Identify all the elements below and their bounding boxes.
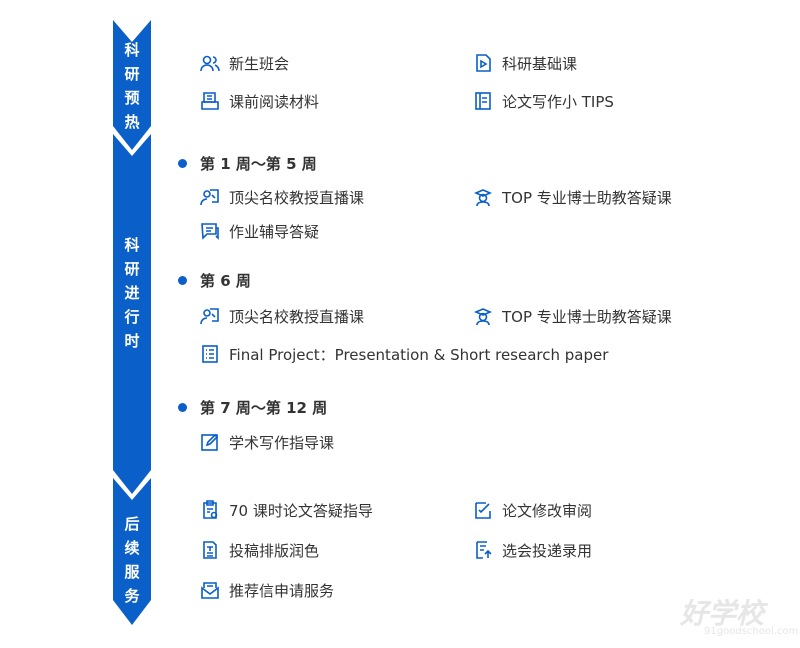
list-item: TOP 专业博士助教答疑课 (473, 304, 672, 328)
list-item: 选会投递录用 (473, 538, 592, 562)
list-item-reading: 课前阅读材料 (200, 89, 319, 113)
stage-char: 后 (124, 515, 140, 533)
tutor-icon (475, 189, 491, 207)
bullet-dot (178, 158, 187, 168)
week-title: 第 1 周～第 5 周 (200, 154, 317, 173)
tutor-icon (475, 308, 491, 326)
list-item: 顶尖名校教授直播课 (200, 304, 364, 328)
item-label: 新生班会 (229, 54, 290, 73)
notebook-icon (475, 92, 491, 110)
item-label: 推荐信申请服务 (229, 581, 335, 600)
stage-char: 科 (124, 236, 140, 254)
list-item: 投稿排版润色 (200, 538, 319, 562)
item-label: TOP 专业博士助教答疑课 (502, 307, 672, 326)
bullet-dot (178, 275, 187, 285)
edit-icon (201, 434, 218, 451)
reading-icon (201, 92, 219, 110)
item-label: 论文写作小 TIPS (502, 92, 614, 111)
document-icon (203, 541, 217, 559)
stage-followup-label: 后续服务 (120, 512, 144, 608)
watermark-brand: 好学校 (680, 597, 765, 630)
list-item-writing-tips: 论文写作小 TIPS (473, 89, 614, 113)
list-item: 论文修改审阅 (473, 498, 592, 522)
week-title: 第 6 周 (200, 271, 251, 290)
stage-char: 时 (124, 332, 140, 350)
stage-warmup-label: 科研预热 (120, 38, 144, 134)
list-item: 70 课时论文答疑指导 (200, 498, 373, 522)
video-play-icon (476, 54, 491, 72)
stage-char: 预 (124, 89, 140, 107)
stage-followup-banner (113, 478, 151, 625)
stage-warmup-banner (113, 20, 151, 150)
item-label: 作业辅导答疑 (229, 222, 320, 241)
users-icon (200, 55, 220, 72)
stage-char: 科 (124, 41, 140, 59)
list-item: TOP 专业博士助教答疑课 (473, 185, 672, 209)
list-item: Final Project：Presentation & Short resea… (200, 342, 608, 366)
stage-char: 服 (124, 563, 140, 581)
list-item: 学术写作指导课 (200, 430, 334, 454)
stage-char: 行 (124, 308, 140, 326)
item-label: 投稿排版润色 (229, 541, 320, 560)
stage-char: 研 (124, 260, 140, 278)
list-item-orientation: 新生班会 (200, 51, 289, 75)
item-label: 课前阅读材料 (229, 92, 320, 111)
item-label: TOP 专业博士助教答疑课 (502, 188, 672, 207)
list-icon (202, 345, 218, 363)
watermark-url: 91goodschool.com (704, 626, 799, 637)
item-label: Final Project：Presentation & Short resea… (229, 345, 609, 364)
week-heading: 第 6 周 (178, 268, 251, 292)
list-item: 顶尖名校教授直播课 (200, 185, 364, 209)
lecture-icon (200, 308, 219, 325)
list-item: 推荐信申请服务 (200, 578, 334, 602)
item-label: 学术写作指导课 (229, 433, 335, 452)
clipboard-icon (203, 500, 218, 519)
list-item-basics-course: 科研基础课 (473, 51, 577, 75)
stage-char: 续 (124, 539, 140, 557)
check-edit-icon (475, 502, 491, 519)
lecture-icon (200, 189, 219, 206)
week-heading: 第 7 周～第 12 周 (178, 395, 327, 419)
stage-char: 研 (124, 65, 140, 83)
list-item: 作业辅导答疑 (200, 219, 319, 243)
week-heading: 第 1 周～第 5 周 (178, 151, 317, 175)
stage-char: 务 (124, 587, 140, 605)
item-label: 论文修改审阅 (502, 501, 593, 520)
bullet-dot (178, 402, 187, 412)
stage-progress-banner (113, 134, 151, 494)
stage-char: 进 (124, 284, 140, 302)
stage-progress-label: 科研进行时 (120, 233, 144, 353)
chat-icon (201, 223, 219, 239)
item-label: 顶尖名校教授直播课 (229, 307, 365, 326)
upload-doc-icon (476, 541, 492, 559)
item-label: 选会投递录用 (502, 541, 593, 560)
item-label: 顶尖名校教授直播课 (229, 188, 365, 207)
item-label: 科研基础课 (502, 54, 578, 73)
week-title: 第 7 周～第 12 周 (200, 398, 328, 417)
envelope-icon (201, 582, 219, 599)
stage-char: 热 (124, 113, 140, 131)
item-label: 70 课时论文答疑指导 (229, 501, 373, 520)
